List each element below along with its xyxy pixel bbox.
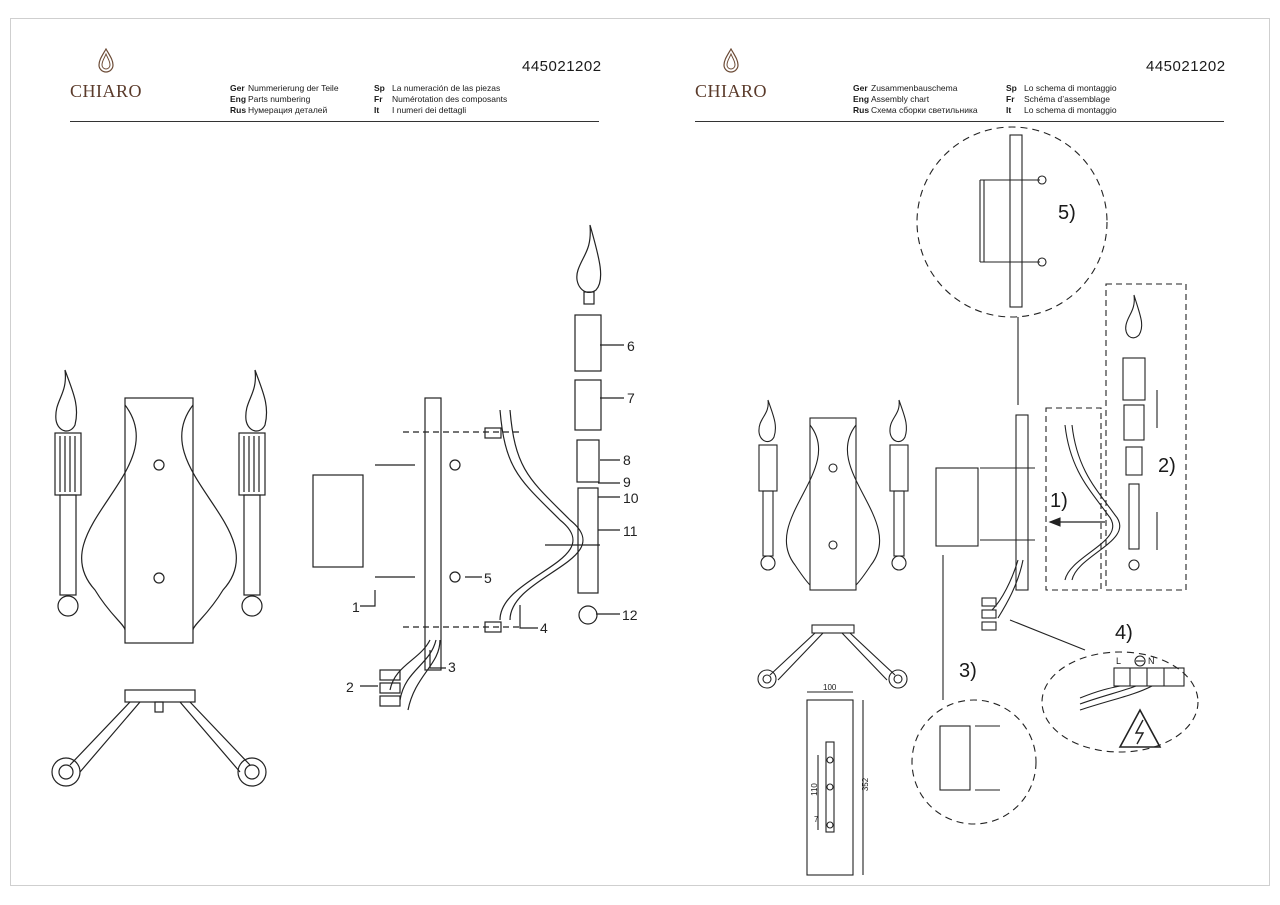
step-5-label: 5)	[1058, 202, 1076, 224]
assembly-diagram	[757, 126, 1199, 876]
dim-height: 352	[861, 777, 871, 792]
callout-2: 2	[346, 679, 354, 695]
dim-small: 7	[814, 815, 819, 824]
exploded-view	[312, 224, 624, 711]
callout-6: 6	[627, 338, 635, 354]
header-rule	[70, 121, 599, 122]
terminal-n: N	[1148, 656, 1155, 666]
detail-circle-5	[916, 126, 1108, 318]
sheet-border	[10, 18, 1270, 886]
front-view-lamp	[54, 369, 268, 644]
step-1-box	[1045, 407, 1102, 591]
callout-12: 12	[622, 607, 638, 623]
brand-logo-right: CHIARO	[691, 47, 771, 102]
brand-name: CHIARO	[69, 81, 142, 101]
callout-10: 10	[623, 490, 639, 506]
dim-width: 100	[823, 683, 837, 692]
callout-8: 8	[623, 452, 631, 468]
part-callouts: 1 2 3 4 5 6 7 8 9 10 11 12	[346, 338, 639, 695]
step-2-label: 2)	[1158, 455, 1176, 477]
article-code: 445021202	[522, 58, 602, 75]
callout-3: 3	[448, 659, 456, 675]
detail-circle-4	[1041, 651, 1199, 753]
brand-name-right: CHIARO	[694, 81, 767, 101]
callout-11: 11	[623, 523, 638, 539]
callout-4: 4	[540, 620, 548, 636]
step-2-box	[1105, 283, 1187, 591]
drop-logo-icon	[98, 47, 114, 73]
header-rule-right	[695, 121, 1224, 122]
brand-logo: CHIARO	[66, 47, 146, 102]
parts-diagram: 1 2 3 4 5 6 7 8 9 10 11 12	[51, 224, 639, 787]
callout-7: 7	[627, 390, 635, 406]
terminal-l: L	[1116, 656, 1122, 666]
top-view-lamp	[51, 689, 267, 787]
step-labels: 5) 1) 2) 3) 4) L N 100 352 110 7	[640, 0, 1280, 905]
drop-logo-icon	[723, 47, 739, 73]
article-code-right: 445021202	[1146, 58, 1226, 75]
step-4-label: 4)	[1115, 622, 1133, 644]
step-3-label: 3)	[959, 660, 977, 682]
callout-1: 1	[352, 599, 360, 615]
warning-icon	[1118, 708, 1162, 748]
callout-5: 5	[484, 570, 492, 586]
dim-spacing: 110	[809, 783, 819, 796]
ground-icon	[1134, 655, 1146, 667]
detail-circle-3	[911, 699, 1037, 825]
callout-9: 9	[623, 474, 631, 490]
step-1-label: 1)	[1050, 490, 1068, 512]
